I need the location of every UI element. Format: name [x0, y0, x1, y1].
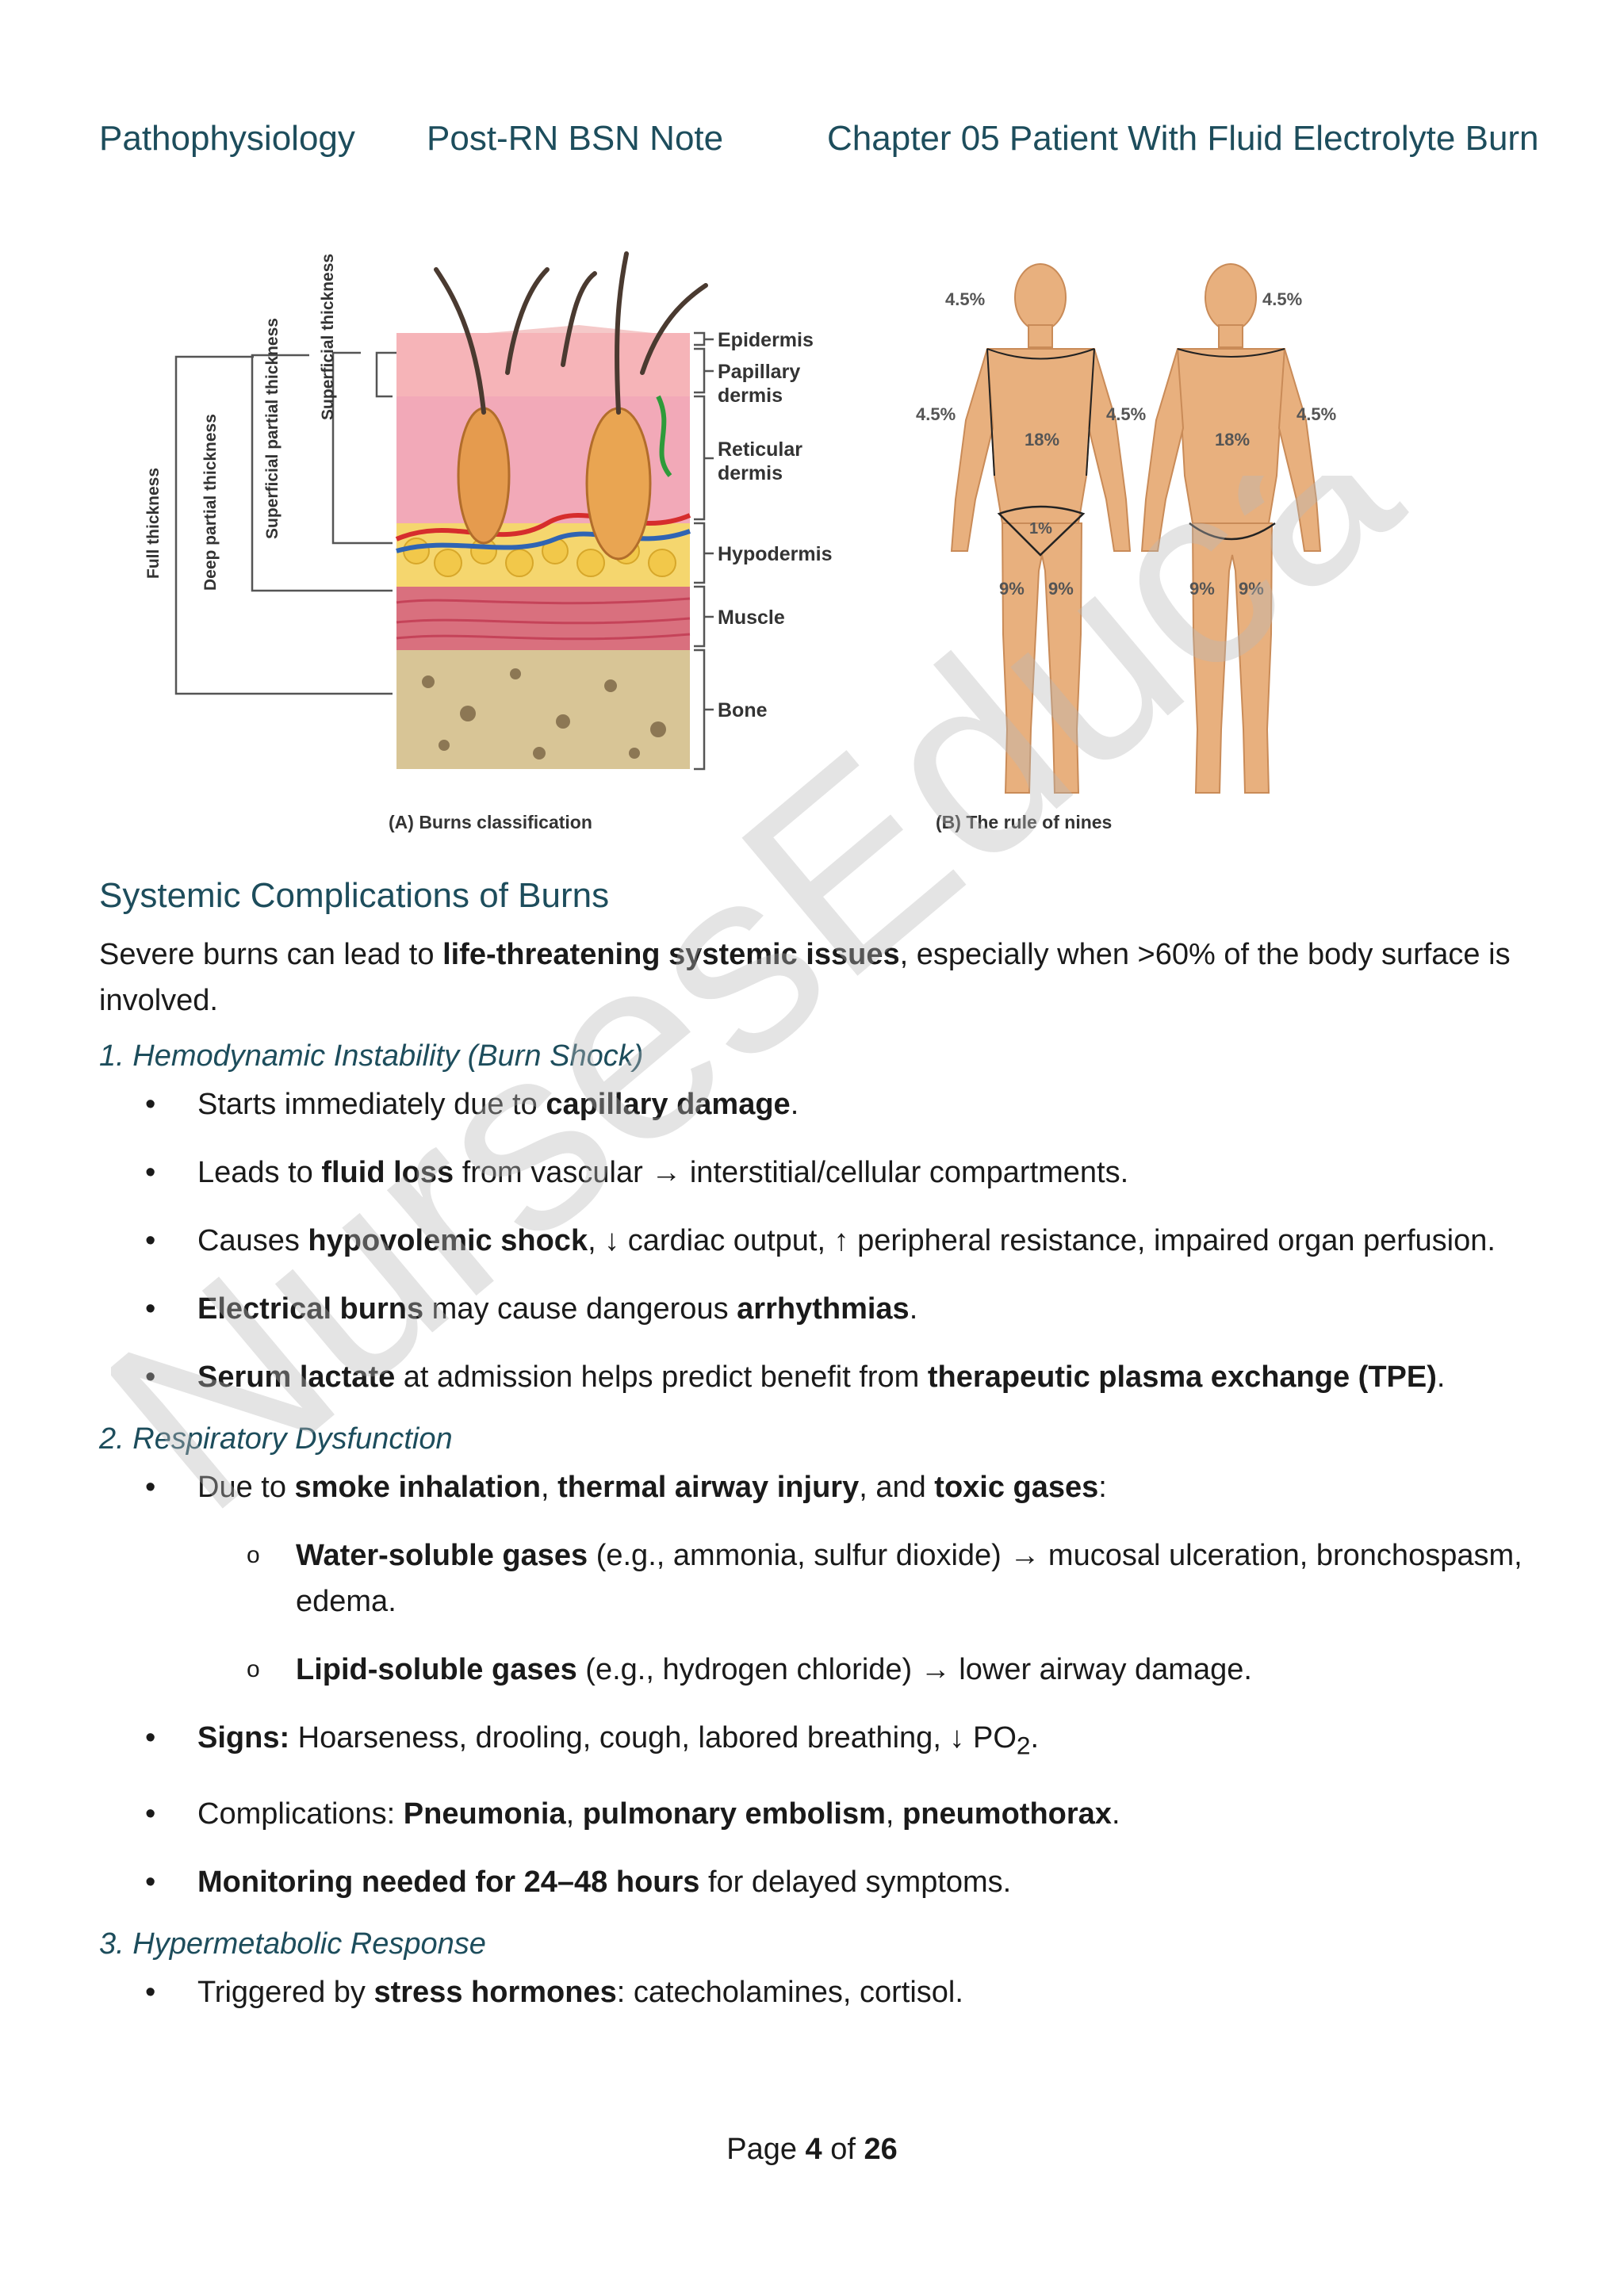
burns-figure: Full thickness Deep partial thickness Su…	[144, 251, 1336, 832]
front-right-leg-percent: 9%	[1048, 579, 1074, 599]
content: Systemic Complications of Burns Severe b…	[99, 868, 1542, 2038]
header-chapter: Chapter 05 Patient With Fluid Electrolyt…	[827, 119, 1539, 158]
skin-cross-section	[395, 251, 708, 769]
list-item: Serum lactate at admission helps predict…	[99, 1354, 1542, 1400]
depth-label-superficial: Superficial thickness	[319, 254, 337, 420]
list-respiratory: Due to smoke inhalation, thermal airway …	[99, 1464, 1542, 1905]
front-left-arm-percent: 4.5%	[916, 404, 956, 424]
front-left-leg-percent: 9%	[999, 579, 1025, 599]
back-arm-percent: 4.5%	[1297, 404, 1336, 424]
label-hypodermis: Hypodermis	[718, 543, 832, 565]
list-sub-item: Lipid-soluble gases (e.g., hydrogen chlo…	[99, 1647, 1542, 1693]
list-item: Leads to fluid loss from vascular → inte…	[99, 1150, 1542, 1196]
list-item: Electrical burns may cause dangerous arr…	[99, 1286, 1542, 1332]
list-item: Monitoring needed for 24–48 hours for de…	[99, 1859, 1542, 1905]
section-intro: Severe burns can lead to life-threatenin…	[99, 938, 1511, 1017]
back-left-leg-percent: 9%	[1189, 579, 1215, 599]
body-front	[950, 263, 1132, 794]
subsection-title-respiratory: 2. Respiratory Dysfunction	[99, 1422, 453, 1456]
list-item: Complications: Pneumonia, pulmonary embo…	[99, 1791, 1542, 1837]
list-item: Starts immediately due to capillary dama…	[99, 1081, 1542, 1127]
caption-burns-classification: (A) Burns classification	[389, 812, 592, 832]
depth-label-deep-partial: Deep partial thickness	[201, 414, 220, 591]
depth-label-full: Full thickness	[144, 468, 163, 579]
back-torso-percent: 18%	[1215, 430, 1250, 450]
list-item: Signs: Hoarseness, drooling, cough, labo…	[99, 1715, 1542, 1769]
depth-label-superficial-partial: Superficial partial thickness	[263, 318, 282, 539]
label-muscle: Muscle	[718, 607, 785, 629]
subsection-title-hypermetabolic: 3. Hypermetabolic Response	[99, 1927, 486, 1961]
front-groin-percent: 1%	[1029, 520, 1052, 538]
label-epidermis: Epidermis	[718, 329, 814, 351]
list-item: Causes hypovolemic shock, ↓ cardiac outp…	[99, 1218, 1542, 1264]
subsection-title-hemodynamic: 1. Hemodynamic Instability (Burn Shock)	[99, 1039, 644, 1073]
list-item: Triggered by stress hormones: catecholam…	[99, 1969, 1542, 2015]
header-subject: Pathophysiology	[99, 119, 355, 158]
front-right-arm-percent: 4.5%	[1106, 404, 1146, 424]
label-papillary-dermis: dermis	[718, 385, 783, 407]
label-bone: Bone	[718, 699, 768, 721]
depth-brackets	[174, 351, 404, 695]
page-number: Page 4 of 26	[726, 2133, 898, 2166]
front-head-percent: 4.5%	[945, 289, 985, 309]
section-title: Systemic Complications of Burns	[99, 876, 610, 915]
layer-brackets	[694, 331, 714, 771]
list-hemodynamic: Starts immediately due to capillary dama…	[99, 1081, 1542, 1400]
back-head-percent: 4.5%	[1262, 289, 1302, 309]
label-reticular: Reticular	[718, 438, 802, 461]
back-right-leg-percent: 9%	[1239, 579, 1264, 599]
list-hypermetabolic: Triggered by stress hormones: catecholam…	[99, 1969, 1542, 2015]
caption-rule-of-nines: (B) The rule of nines	[936, 812, 1112, 832]
label-papillary: Papillary	[718, 361, 800, 383]
list-item: Due to smoke inhalation, thermal airway …	[99, 1464, 1542, 1510]
label-reticular-dermis: dermis	[718, 462, 783, 484]
header-program: Post-RN BSN Note	[427, 119, 724, 158]
list-sub-item: Water-soluble gases (e.g., ammonia, sulf…	[99, 1533, 1542, 1624]
body-back	[1140, 263, 1322, 794]
front-torso-percent: 18%	[1025, 430, 1059, 450]
